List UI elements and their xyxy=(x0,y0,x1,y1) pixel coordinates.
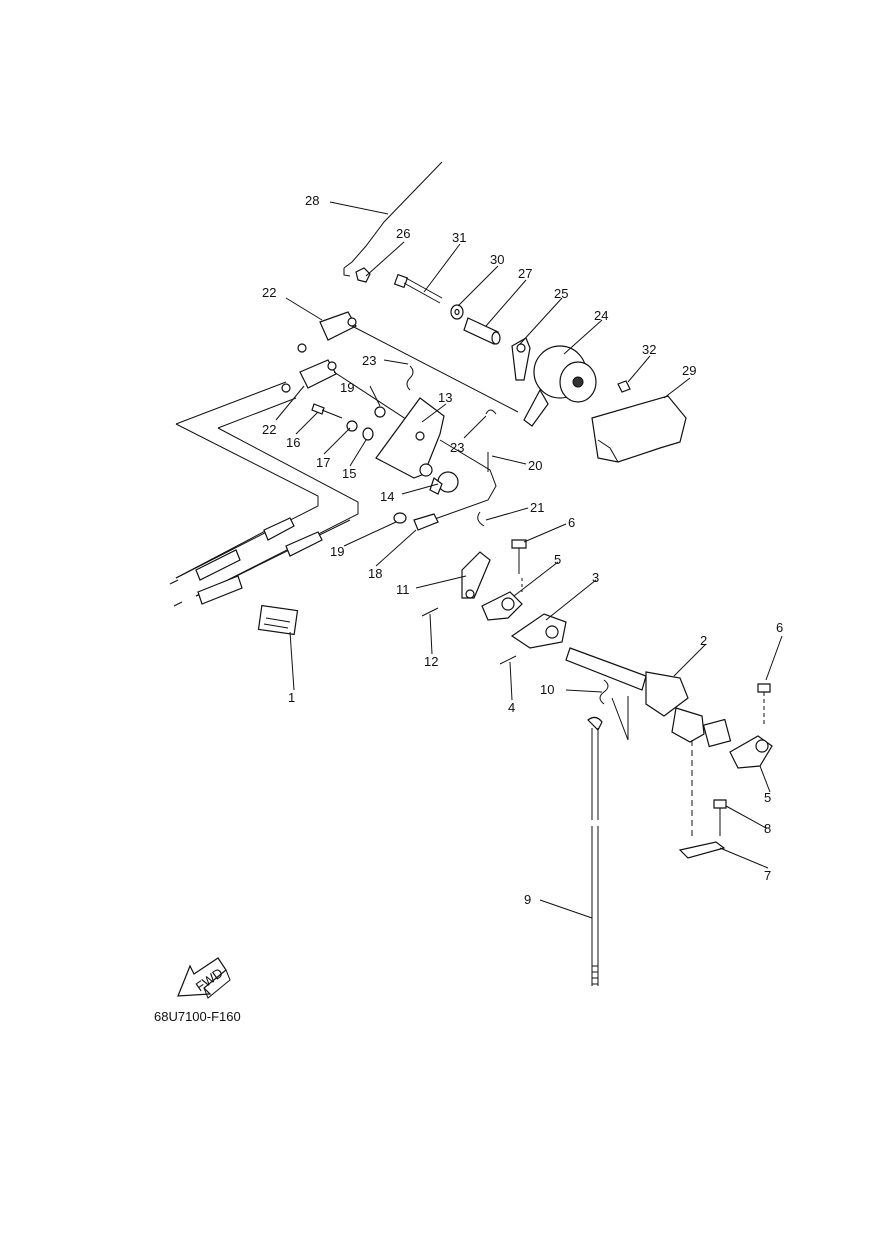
callout-18: 18 xyxy=(368,566,382,581)
callout-25: 25 xyxy=(554,286,568,301)
leader-lines xyxy=(275,201,783,919)
callout-19-top: 19 xyxy=(340,380,354,395)
callout-31: 31 xyxy=(452,230,466,245)
callout-20: 20 xyxy=(528,458,542,473)
callout-9: 9 xyxy=(524,892,531,907)
callout-10: 10 xyxy=(540,682,554,697)
callout-22-bottom: 22 xyxy=(262,422,276,437)
callout-32: 32 xyxy=(642,342,656,357)
callout-12: 12 xyxy=(424,654,438,669)
callout-23-mid: 23 xyxy=(450,440,464,455)
callout-14: 14 xyxy=(380,489,394,504)
callout-13: 13 xyxy=(438,390,452,405)
callout-19-mid: 19 xyxy=(330,544,344,559)
callout-1: 1 xyxy=(288,690,295,705)
callout-27: 27 xyxy=(518,266,532,281)
callout-30: 30 xyxy=(490,252,504,267)
callout-4: 4 xyxy=(508,700,515,715)
callout-5-right: 5 xyxy=(764,790,771,805)
callout-6-top: 6 xyxy=(568,515,575,530)
callout-15: 15 xyxy=(342,466,356,481)
fwd-arrow-icon: FWD xyxy=(177,957,231,999)
callout-5-top: 5 xyxy=(554,552,561,567)
callout-17: 17 xyxy=(316,455,330,470)
callout-21: 21 xyxy=(530,500,544,515)
callout-8: 8 xyxy=(764,821,771,836)
callout-3: 3 xyxy=(592,570,599,585)
callout-6-right: 6 xyxy=(776,620,783,635)
part-drawings xyxy=(169,161,773,986)
callout-24: 24 xyxy=(594,308,608,323)
callout-7: 7 xyxy=(764,868,771,883)
callout-16: 16 xyxy=(286,435,300,450)
callout-28: 28 xyxy=(305,193,319,208)
callout-23-top: 23 xyxy=(362,353,376,368)
callout-2: 2 xyxy=(700,633,707,648)
callout-29: 29 xyxy=(682,363,696,378)
callout-22-top: 22 xyxy=(262,285,276,300)
callout-26: 26 xyxy=(396,226,410,241)
diagram-code: 68U7100-F160 xyxy=(154,1009,241,1024)
callout-numbers: 28 26 31 30 27 25 24 22 32 29 23 19 13 2… xyxy=(262,193,783,907)
callout-11: 11 xyxy=(396,582,410,597)
